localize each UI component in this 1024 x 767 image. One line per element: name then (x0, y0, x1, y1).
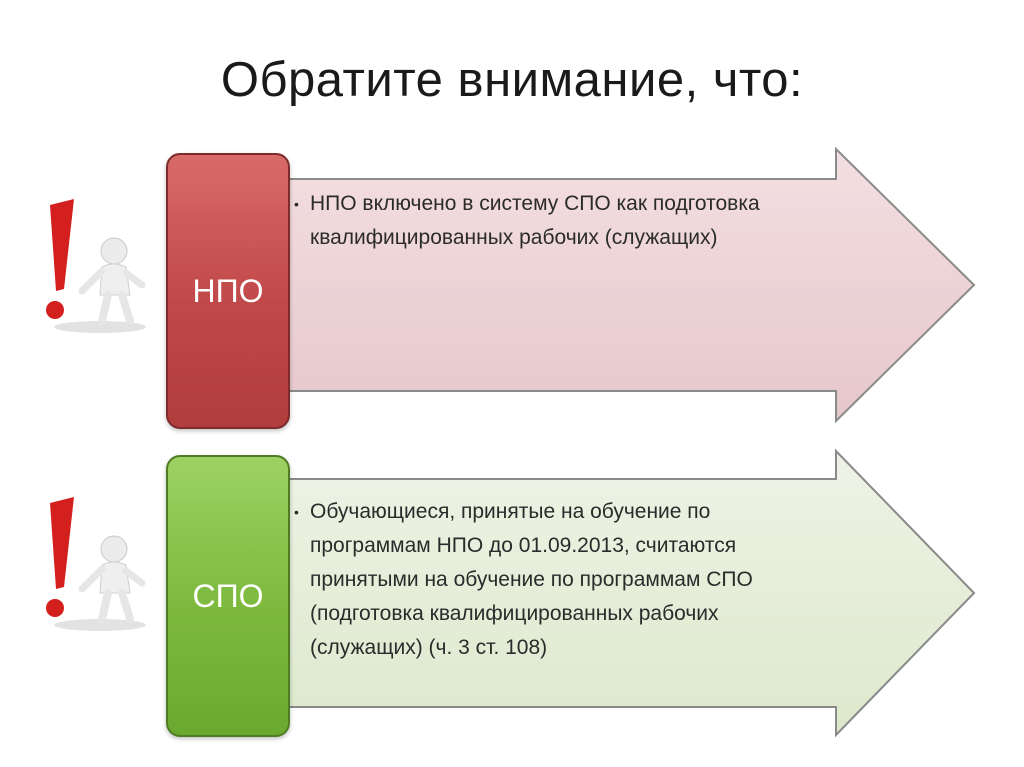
slide-title: Обратите внимание, что: (220, 53, 804, 107)
exclamation-person-icon (38, 195, 148, 340)
label-box-spo: СПО (166, 455, 290, 737)
arrow-shape (271, 448, 976, 738)
bullet-dot-icon: • (294, 196, 299, 212)
bullet-dot-icon: • (294, 504, 299, 520)
bullet-item: • Обучающиеся, принятые на обучение по п… (294, 495, 834, 665)
exclamation-person-icon (38, 493, 148, 638)
info-row-npo: НПО • НПО включено в систему СПО как под… (0, 145, 1024, 435)
arrow-shape (271, 146, 976, 424)
label-box-npo: НПО (166, 153, 290, 429)
bullet-text-npo: НПО включено в систему СПО как подготовк… (310, 192, 760, 249)
bullet-text-spo: Обучающиеся, принятые на обучение по про… (310, 500, 753, 659)
info-row-spo: СПО • Обучающиеся, принятые на обучение … (0, 445, 1024, 745)
bullet-item: • НПО включено в систему СПО как подгото… (294, 187, 854, 255)
